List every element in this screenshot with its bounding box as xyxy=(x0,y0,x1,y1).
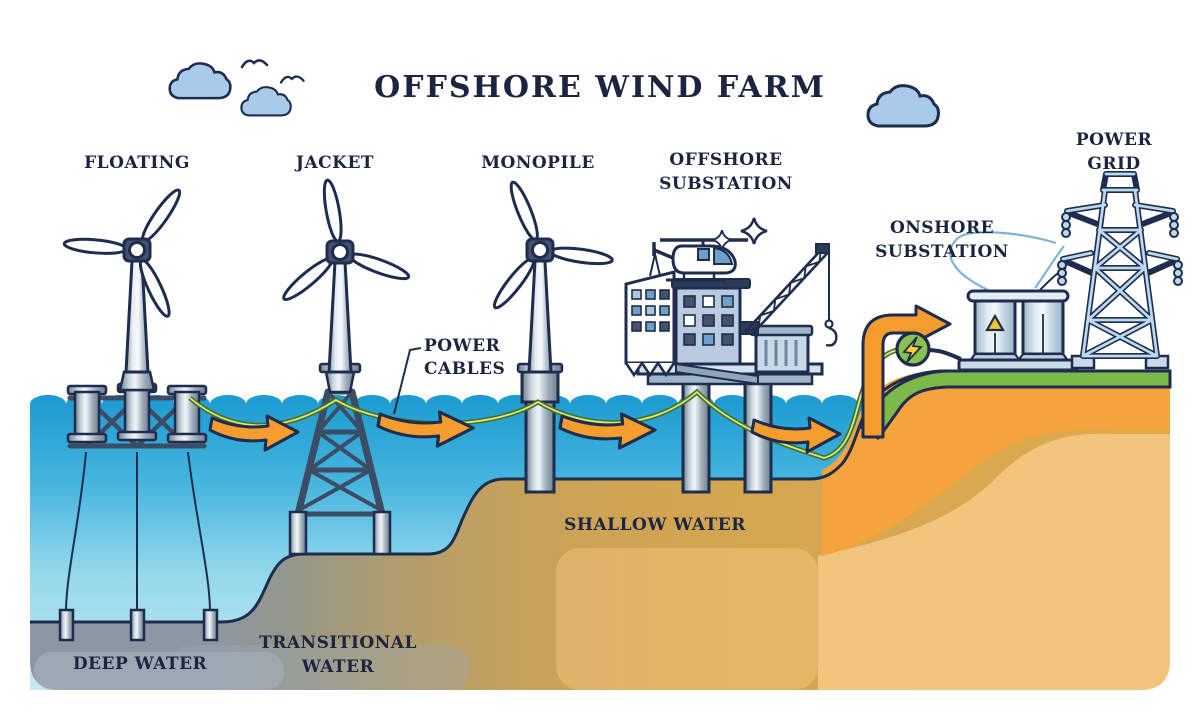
transition-piece xyxy=(324,370,356,394)
label-offshore-substation-2: SUBSTATION xyxy=(659,174,793,194)
anchor-piles xyxy=(58,608,219,642)
label-power-cables-2: CABLES xyxy=(424,359,505,379)
power-wire xyxy=(949,231,1057,291)
floating-turbine xyxy=(56,150,235,642)
warning-triangle-icon xyxy=(985,313,1005,332)
tower-pedestal xyxy=(118,370,156,392)
power-flow-arrows xyxy=(208,304,952,454)
jacket-turbine xyxy=(260,167,415,556)
onshore-connection xyxy=(895,331,962,367)
mooring-lines xyxy=(65,451,211,613)
subsea-power-cable xyxy=(188,347,899,461)
turbine-tower xyxy=(527,250,553,374)
pylon-frame xyxy=(1060,171,1180,359)
flow-arrow xyxy=(750,416,842,454)
flow-arrow xyxy=(376,410,475,448)
insulator-strings xyxy=(1057,212,1183,286)
container-slats xyxy=(764,340,798,366)
label-power-grid-1: POWER xyxy=(1076,130,1153,150)
bird-icon xyxy=(279,75,305,84)
label-floating: FLOATING xyxy=(84,153,190,173)
link-cable xyxy=(925,348,962,361)
cloud-icon xyxy=(240,86,292,117)
onshore-substation xyxy=(949,231,1079,372)
label-deep-water: DEEP WATER xyxy=(73,654,208,674)
rotor xyxy=(260,167,415,307)
grass-strip xyxy=(860,369,1172,440)
crane-icon xyxy=(739,243,838,347)
container-lid xyxy=(750,324,814,337)
label-power-cables-1: POWER xyxy=(424,336,501,356)
transition-piece xyxy=(520,370,560,404)
equipment-container xyxy=(754,330,810,374)
helicopter-icon xyxy=(652,238,748,282)
monopile-turbine xyxy=(449,155,619,494)
deep-seabed-highlight xyxy=(34,652,284,690)
substation-base xyxy=(957,358,1079,372)
zigzag-skirt xyxy=(624,360,676,378)
label-onshore-substation-1: ONSHORE xyxy=(890,218,994,238)
rotor xyxy=(449,155,619,316)
substation-building-white xyxy=(624,270,676,365)
shallow-seabed-highlight xyxy=(556,548,818,690)
monopile-foundation xyxy=(524,398,556,494)
flow-arrow xyxy=(558,412,657,450)
label-offshore-substation-1: OFFSHORE xyxy=(669,150,782,170)
label-power-grid-2: GRID xyxy=(1087,154,1140,174)
flow-arrow xyxy=(208,414,300,452)
seabed-and-land xyxy=(30,369,1172,690)
energy-icon xyxy=(895,331,931,367)
power-wire xyxy=(1034,245,1065,289)
building-windows xyxy=(683,295,734,346)
gangway-ramp xyxy=(675,362,759,386)
power-grid-tower xyxy=(1057,171,1183,370)
label-transitional-water-1: TRANSITIONAL xyxy=(259,633,417,653)
cloud-icon xyxy=(168,62,232,100)
title: OFFSHORE WIND FARM xyxy=(374,70,826,105)
transformer-cap-bar xyxy=(966,289,1070,303)
land-sand-layer xyxy=(818,434,1170,690)
transitional-seabed-highlight xyxy=(170,645,470,690)
building-windows xyxy=(631,289,670,332)
jacket-pile xyxy=(288,510,308,556)
jacket-pile xyxy=(372,510,392,556)
label-onshore-substation-2: SUBSTATION xyxy=(875,242,1009,262)
bird-icon xyxy=(240,59,269,69)
label-shallow-water: SHALLOW WATER xyxy=(564,515,746,535)
land-soil-layer xyxy=(822,371,1170,556)
turbine-tower xyxy=(327,250,353,374)
label-monopile: MONOPILE xyxy=(481,153,595,173)
cable-callout-line xyxy=(393,347,422,415)
lightning-bolt-icon xyxy=(902,336,923,363)
label-jacket: JACKET xyxy=(294,153,374,173)
rotor xyxy=(56,150,235,325)
shore-arrow xyxy=(861,304,952,439)
label-transitional-water-2: WATER xyxy=(301,657,375,677)
cloud-icon xyxy=(866,84,940,128)
